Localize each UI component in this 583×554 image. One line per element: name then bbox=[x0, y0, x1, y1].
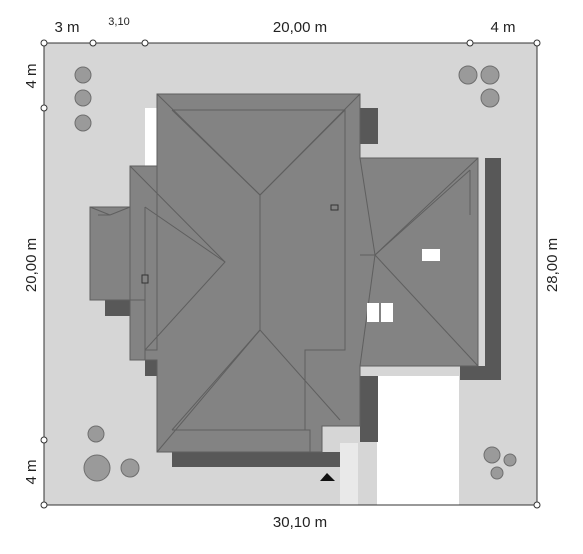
dim-left-middle: 20,00 m bbox=[23, 238, 40, 292]
roof-main bbox=[144, 93, 479, 453]
tree-icon bbox=[74, 66, 92, 84]
house-shadow bbox=[105, 108, 501, 467]
dim-bottom: 30,10 m bbox=[273, 514, 327, 531]
dim-left-top: 4 m bbox=[23, 63, 40, 88]
dim-right: 28,00 m bbox=[544, 238, 561, 292]
tree-icon bbox=[87, 425, 105, 443]
skylight-1 bbox=[422, 249, 440, 261]
entrance-arrow-icon bbox=[320, 473, 335, 481]
dim-top-small: 3,10 bbox=[108, 16, 129, 28]
dim-left-bottom: 4 m bbox=[23, 459, 40, 484]
tree-icon bbox=[74, 114, 92, 132]
skylight-2 bbox=[367, 303, 379, 322]
path-left bbox=[377, 376, 459, 505]
tree-icon bbox=[483, 446, 501, 464]
dim-top-middle: 20,00 m bbox=[273, 19, 327, 36]
tree-icon bbox=[480, 88, 500, 108]
tree-icon bbox=[503, 453, 517, 467]
skylight-3 bbox=[381, 303, 393, 322]
driveway-strip bbox=[340, 443, 358, 505]
dim-top-left: 3 m bbox=[54, 19, 79, 36]
tree-icon bbox=[120, 458, 140, 478]
roof-lines bbox=[89, 93, 479, 453]
tree-icon bbox=[83, 454, 111, 482]
tree-icon bbox=[490, 466, 504, 480]
tree-icon bbox=[458, 65, 478, 85]
roof-west-wing bbox=[89, 206, 131, 301]
dimension-lines bbox=[40, 39, 541, 509]
tree-icon bbox=[480, 65, 500, 85]
chimney-main bbox=[330, 204, 339, 211]
trees bbox=[74, 65, 517, 482]
chimney-left bbox=[141, 274, 149, 284]
roof bbox=[89, 93, 479, 453]
tree-icon bbox=[74, 89, 92, 107]
path-right bbox=[459, 380, 537, 505]
dim-top-right: 4 m bbox=[490, 19, 515, 36]
white-strip-top bbox=[145, 108, 158, 166]
